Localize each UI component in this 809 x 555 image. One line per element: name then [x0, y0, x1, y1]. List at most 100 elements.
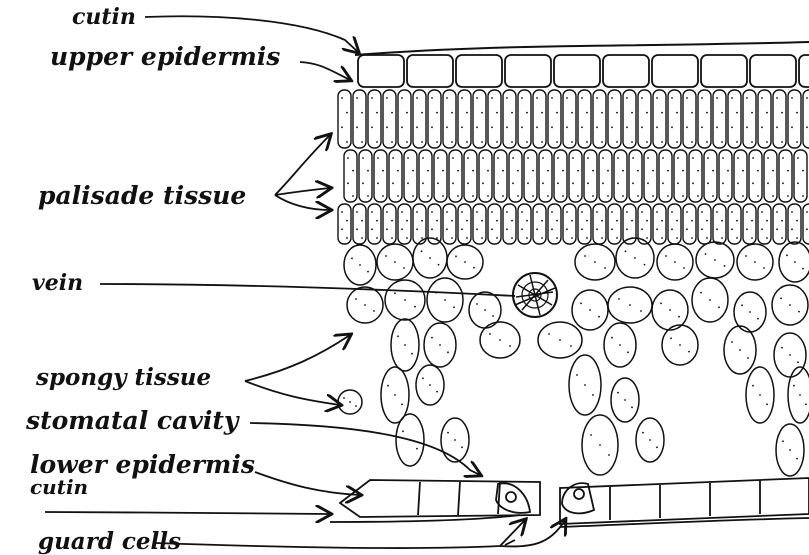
palisade-cell — [599, 150, 612, 202]
palisade-cell — [533, 90, 546, 148]
palisade-cell — [509, 150, 522, 202]
palisade-cell — [788, 90, 801, 148]
palisade-cell — [758, 204, 771, 244]
epidermis-cell — [456, 55, 502, 87]
palisade-cell — [419, 150, 432, 202]
palisade-cell — [503, 90, 516, 148]
palisade-cell — [659, 150, 672, 202]
label-cutin-bottom: cutin — [30, 477, 88, 497]
palisade-cell — [758, 90, 771, 148]
lower-epidermis-cells — [330, 478, 809, 527]
palisade-cell — [668, 90, 681, 148]
palisade-cell — [653, 204, 666, 244]
palisade-cell — [344, 150, 357, 202]
epidermis-cell — [407, 55, 453, 87]
palisade-cell — [488, 90, 501, 148]
palisade-cell — [638, 90, 651, 148]
palisade-cell — [479, 150, 492, 202]
palisade-cell — [728, 204, 741, 244]
palisade-cell — [428, 90, 441, 148]
spongy-cell — [779, 242, 809, 282]
palisade-cell — [494, 150, 507, 202]
palisade-cell — [473, 90, 486, 148]
palisade-cell — [464, 150, 477, 202]
upper-cuticle — [355, 42, 809, 55]
palisade-cell — [503, 204, 516, 244]
palisade-cell — [743, 204, 756, 244]
epidermis-cell — [701, 55, 747, 87]
palisade-cell — [578, 90, 591, 148]
palisade-cell — [803, 90, 809, 148]
palisade-cell — [584, 150, 597, 202]
palisade-cell — [569, 150, 582, 202]
epidermis-cell — [554, 55, 600, 87]
palisade-cell — [698, 204, 711, 244]
spongy-cell — [788, 367, 809, 423]
palisade-cell — [524, 150, 537, 202]
palisade-cell — [674, 150, 687, 202]
palisade-cell — [779, 150, 792, 202]
label-lower-epidermis: lower epidermis — [30, 452, 255, 477]
palisade-cell — [698, 90, 711, 148]
palisade-cell — [749, 150, 762, 202]
palisade-cell — [398, 204, 411, 244]
label-guard-cells: guard cells — [38, 530, 181, 553]
palisade-cell — [518, 204, 531, 244]
palisade-cell — [548, 204, 561, 244]
palisade-cell — [443, 204, 456, 244]
label-vein: vein — [32, 272, 83, 294]
palisade-cell — [719, 150, 732, 202]
palisade-cells — [338, 90, 809, 244]
label-stomatal-cavity: stomatal cavity — [26, 408, 238, 433]
palisade-cell — [578, 204, 591, 244]
palisade-cell — [653, 90, 666, 148]
palisade-cell — [803, 204, 809, 244]
palisade-cell — [593, 204, 606, 244]
palisade-cell — [518, 90, 531, 148]
label-palisade-tissue: palisade tissue — [38, 183, 246, 208]
palisade-cell — [764, 150, 777, 202]
palisade-cell — [794, 150, 807, 202]
label-upper-epidermis: upper epidermis — [50, 44, 280, 69]
epidermis-cell — [799, 55, 809, 87]
palisade-cell — [404, 150, 417, 202]
palisade-cell — [473, 204, 486, 244]
palisade-cell — [683, 90, 696, 148]
palisade-cell — [449, 150, 462, 202]
palisade-cell — [458, 204, 471, 244]
palisade-cell — [434, 150, 447, 202]
vein-bundle — [513, 273, 557, 317]
palisade-cell — [488, 204, 501, 244]
palisade-cell — [629, 150, 642, 202]
palisade-cell — [398, 90, 411, 148]
upper-epidermis-cells — [358, 55, 809, 87]
palisade-cell — [443, 90, 456, 148]
palisade-cell — [533, 204, 546, 244]
palisade-cell — [614, 150, 627, 202]
palisade-cell — [353, 90, 366, 148]
palisade-cell — [689, 150, 702, 202]
label-spongy-tissue: spongy tissue — [36, 366, 211, 389]
palisade-cell — [773, 90, 786, 148]
epidermis-cell — [603, 55, 649, 87]
epidermis-cell — [505, 55, 551, 87]
palisade-cell — [338, 204, 351, 244]
palisade-cell — [548, 90, 561, 148]
palisade-cell — [608, 90, 621, 148]
palisade-cell — [554, 150, 567, 202]
palisade-cell — [368, 90, 381, 148]
label-cutin-top: cutin — [72, 6, 136, 28]
palisade-cell — [623, 90, 636, 148]
palisade-cell — [338, 90, 351, 148]
palisade-cell — [563, 90, 576, 148]
palisade-cell — [413, 90, 426, 148]
epidermis-cell — [750, 55, 796, 87]
palisade-cell — [368, 204, 381, 244]
palisade-cell — [383, 204, 396, 244]
palisade-cell — [683, 204, 696, 244]
palisade-cell — [773, 204, 786, 244]
palisade-cell — [608, 204, 621, 244]
palisade-cell — [353, 204, 366, 244]
palisade-cell — [383, 90, 396, 148]
palisade-cell — [413, 204, 426, 244]
